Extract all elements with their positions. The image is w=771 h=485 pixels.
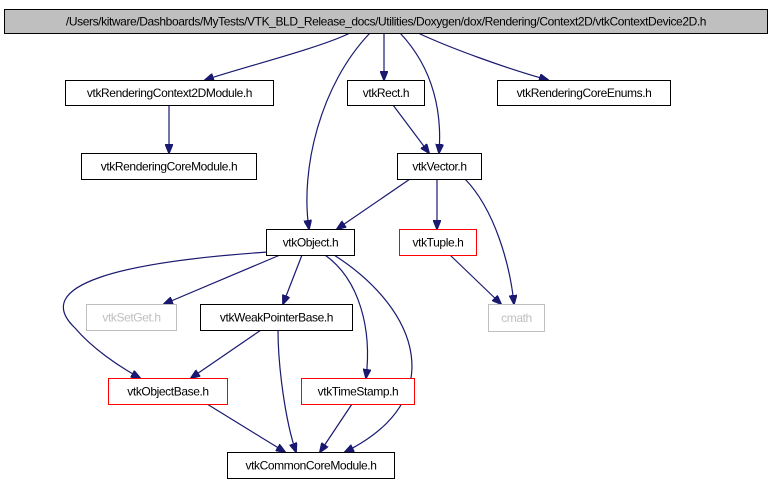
nodes-layer: /Users/kitware/Dashboards/MyTests/VTK_BL… bbox=[4, 9, 768, 479]
node-box bbox=[266, 229, 355, 256]
node-box bbox=[108, 378, 228, 405]
node-ctx2dmodule[interactable]: vtkRenderingContext2DModule.h bbox=[65, 80, 274, 106]
edge-object-to-commoncore bbox=[333, 254, 413, 452]
node-box bbox=[497, 80, 671, 106]
edge-vector-to-cmath bbox=[464, 178, 514, 304]
node-weakptr[interactable]: vtkWeakPointerBase.h bbox=[200, 304, 353, 331]
edge-object-to-weakptr bbox=[283, 254, 303, 304]
node-coreenums[interactable]: vtkRenderingCoreEnums.h bbox=[497, 80, 671, 106]
edge-object-to-setget bbox=[164, 254, 281, 304]
edge-rect-to-vector bbox=[392, 104, 429, 153]
node-box bbox=[301, 378, 415, 405]
node-box bbox=[81, 153, 257, 180]
edge-tuple-to-cmath bbox=[449, 254, 501, 304]
node-label: vtkVector.h bbox=[412, 160, 466, 174]
node-box bbox=[347, 80, 425, 106]
edge-root-to-coreenums bbox=[417, 32, 548, 80]
edge-root-to-ctx2dmodule bbox=[205, 32, 351, 80]
node-root: /Users/kitware/Dashboards/MyTests/VTK_BL… bbox=[4, 9, 768, 34]
node-label: vtkRect.h bbox=[363, 86, 409, 100]
edge-objectbase-to-commoncore bbox=[206, 403, 285, 452]
node-box bbox=[65, 80, 274, 106]
node-label: vtkTuple.h bbox=[413, 236, 464, 250]
node-label: vtkRenderingContext2DModule.h bbox=[87, 86, 252, 100]
node-timestamp[interactable]: vtkTimeStamp.h bbox=[301, 378, 415, 405]
node-label: /Users/kitware/Dashboards/MyTests/VTK_BL… bbox=[66, 15, 706, 29]
edge-root-to-vector bbox=[399, 32, 440, 153]
node-box bbox=[227, 452, 395, 479]
node-label: vtkCommonCoreModule.h bbox=[246, 459, 377, 473]
node-tuple[interactable]: vtkTuple.h bbox=[399, 229, 477, 256]
node-rendcoremodule[interactable]: vtkRenderingCoreModule.h bbox=[81, 153, 257, 180]
edge-object-to-objectbase bbox=[62, 251, 269, 378]
node-box bbox=[488, 304, 545, 332]
node-label: vtkSetGet.h bbox=[102, 311, 160, 325]
node-box bbox=[4, 9, 768, 34]
edge-weakptr-to-objectbase bbox=[191, 329, 262, 378]
node-box bbox=[200, 304, 353, 331]
node-commoncore[interactable]: vtkCommonCoreModule.h bbox=[227, 452, 395, 479]
edge-weakptr-to-commoncore bbox=[277, 329, 296, 452]
node-box bbox=[399, 229, 477, 256]
node-label: vtkTimeStamp.h bbox=[318, 385, 399, 399]
node-rect[interactable]: vtkRect.h bbox=[347, 80, 425, 106]
edge-vector-to-object bbox=[337, 178, 411, 229]
node-box bbox=[397, 153, 482, 180]
node-label: vtkRenderingCoreModule.h bbox=[101, 160, 237, 174]
node-label: cmath bbox=[501, 311, 532, 325]
node-label: vtkWeakPointerBase.h bbox=[220, 311, 333, 325]
edge-timestamp-to-commoncore bbox=[320, 403, 353, 452]
node-label: vtkObject.h bbox=[283, 236, 339, 250]
edge-root-to-object bbox=[307, 32, 371, 229]
node-box bbox=[86, 304, 177, 331]
node-label: vtkRenderingCoreEnums.h bbox=[517, 86, 652, 100]
node-cmath[interactable]: cmath bbox=[488, 304, 545, 332]
node-objectbase[interactable]: vtkObjectBase.h bbox=[108, 378, 228, 405]
edge-object-to-timestamp bbox=[324, 254, 367, 378]
node-vector[interactable]: vtkVector.h bbox=[397, 153, 482, 180]
edges-layer bbox=[62, 32, 548, 452]
node-setget[interactable]: vtkSetGet.h bbox=[86, 304, 177, 331]
node-label: vtkObjectBase.h bbox=[127, 385, 208, 399]
node-object[interactable]: vtkObject.h bbox=[266, 229, 355, 256]
